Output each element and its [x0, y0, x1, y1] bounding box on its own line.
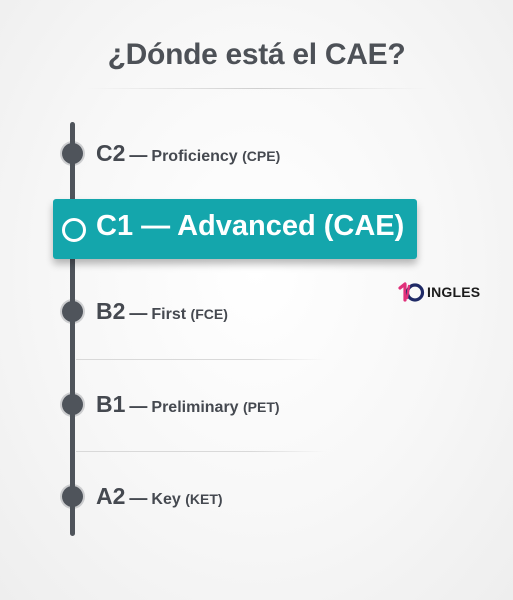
- timeline-dot-highlight: [62, 218, 86, 242]
- level-exam: (KET): [185, 491, 223, 507]
- timeline-dot: [62, 301, 83, 322]
- level-name: Proficiency: [151, 148, 238, 165]
- level-name: Preliminary: [151, 399, 239, 416]
- level-label: A2—Key (KET): [96, 483, 223, 510]
- level-code: A2: [96, 483, 126, 509]
- level-dash: —: [129, 145, 148, 165]
- level-c1-label: C1 — Advanced (CAE): [96, 210, 405, 242]
- level-code: C2: [96, 140, 126, 166]
- level-name: Key: [151, 491, 181, 508]
- level-dash: —: [129, 303, 148, 323]
- level-exam: (FCE): [190, 306, 228, 322]
- level-code: B2: [96, 298, 126, 324]
- title-divider: [86, 88, 428, 89]
- separator: [76, 359, 326, 360]
- level-dash: —: [129, 396, 148, 416]
- level-label: C2—Proficiency (CPE): [96, 140, 280, 167]
- page-title: ¿Dónde está el CAE?: [107, 38, 406, 71]
- separator: [76, 451, 326, 452]
- timeline-dot: [62, 143, 83, 164]
- level-c1-highlight: C1 — Advanced (CAE): [53, 199, 417, 259]
- brand-logo: INGLES: [398, 282, 480, 304]
- timeline-dot: [62, 486, 83, 507]
- logo-text: INGLES: [427, 284, 481, 300]
- timeline-line: [70, 122, 75, 536]
- level-dash: —: [129, 488, 148, 508]
- level-label: B2—First (FCE): [96, 298, 228, 325]
- level-exam: (PET): [243, 399, 280, 415]
- level-exam: (CPE): [242, 148, 281, 164]
- level-code: B1: [96, 391, 126, 417]
- level-label: B1—Preliminary (PET): [96, 391, 280, 418]
- level-c2: C2—Proficiency (CPE): [0, 133, 513, 173]
- timeline-dot: [62, 394, 83, 415]
- level-b1: B1—Preliminary (PET): [0, 384, 513, 424]
- ten-logo-icon: [398, 282, 425, 302]
- level-a2: A2—Key (KET): [0, 476, 513, 516]
- level-name: First: [151, 306, 187, 323]
- level-b2: B2—First (FCE): [0, 291, 513, 331]
